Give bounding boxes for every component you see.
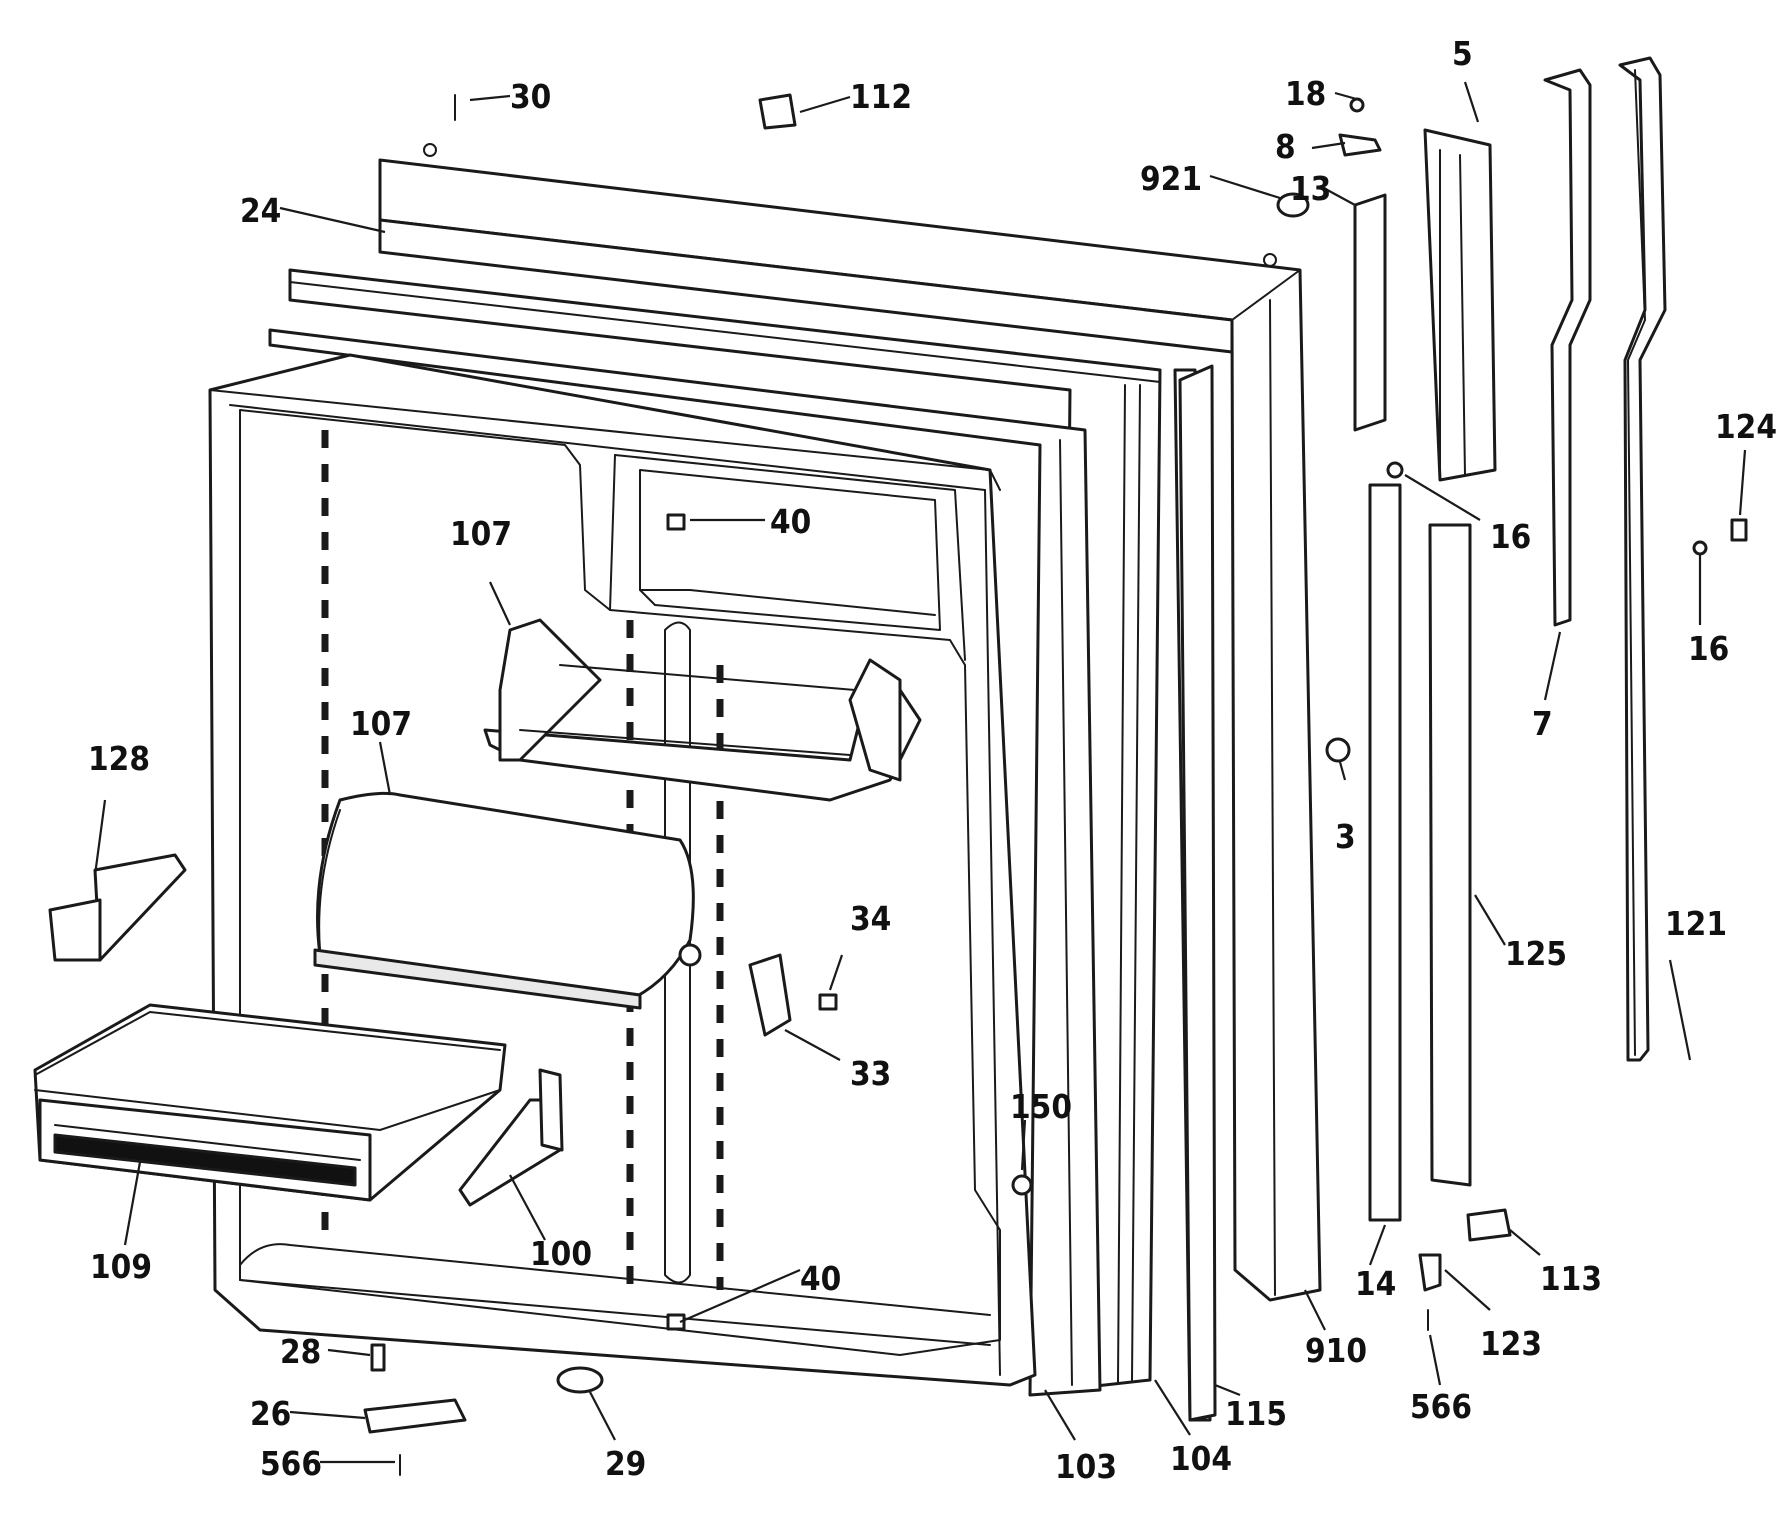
- clip-124: [1730, 518, 1748, 542]
- hinge-cover: [748, 953, 792, 1037]
- label-566-right: 566: [1410, 1387, 1472, 1426]
- label-8: 8: [1275, 127, 1296, 166]
- roller-29: [556, 1366, 604, 1394]
- trim-strip-125: [1428, 523, 1472, 1187]
- label-115: 115: [1225, 1394, 1287, 1433]
- part-labels: 30 112 18 5 8 921 13 24 124 16 16 40 107…: [88, 34, 1777, 1486]
- label-100: 100: [530, 1234, 592, 1273]
- label-34: 34: [850, 899, 891, 938]
- handle-trim-piece: [48, 853, 187, 962]
- screw-150: [1011, 1174, 1033, 1196]
- label-124: 124: [1715, 407, 1777, 446]
- label-107-upper: 107: [450, 514, 512, 553]
- label-18: 18: [1285, 74, 1326, 113]
- door-shelf-upper: [483, 618, 922, 802]
- label-28: 28: [280, 1332, 321, 1371]
- label-566-left: 566: [260, 1444, 322, 1483]
- door-bin: [33, 1003, 507, 1202]
- label-24: 24: [240, 191, 281, 230]
- outer-door-panel: [378, 143, 1322, 1302]
- label-29: 29: [605, 1444, 646, 1483]
- bin-bracket: [458, 1068, 564, 1207]
- label-3: 3: [1335, 817, 1356, 856]
- label-910: 910: [1305, 1331, 1367, 1370]
- label-150: 150: [1010, 1087, 1072, 1126]
- pin-28: [370, 1343, 386, 1372]
- door-handle: [1543, 56, 1667, 1062]
- label-103: 103: [1055, 1447, 1117, 1486]
- plug-upper: [666, 513, 686, 531]
- label-123: 123: [1480, 1324, 1542, 1363]
- bracket-113: [1466, 1208, 1512, 1242]
- cap-112: [758, 93, 797, 130]
- label-112: 112: [850, 77, 912, 116]
- trim-strip-14: [1368, 483, 1402, 1222]
- label-26: 26: [250, 1394, 291, 1433]
- label-13: 13: [1290, 169, 1331, 208]
- label-921: 921: [1140, 159, 1202, 198]
- label-16-left: 16: [1490, 517, 1531, 556]
- label-109: 109: [90, 1247, 152, 1286]
- plate-123: [1418, 1253, 1442, 1292]
- label-5: 5: [1452, 34, 1473, 73]
- screw-16-right: [1692, 540, 1708, 556]
- label-40-lower: 40: [800, 1259, 841, 1298]
- leader-lines: [93, 81, 1747, 1464]
- breaker-strip: [1178, 364, 1217, 1422]
- door-liner-frame: [268, 328, 1102, 1397]
- label-14: 14: [1355, 1264, 1396, 1303]
- label-107-lower: 107: [350, 704, 412, 743]
- label-121: 121: [1665, 904, 1727, 943]
- dairy-compartment-cover: [313, 791, 702, 1010]
- label-40-upper: 40: [770, 502, 811, 541]
- label-30: 30: [510, 77, 551, 116]
- label-104: 104: [1170, 1439, 1232, 1478]
- cap: [818, 993, 838, 1011]
- label-16-right: 16: [1688, 629, 1729, 668]
- label-33: 33: [850, 1054, 891, 1093]
- label-125: 125: [1505, 934, 1567, 973]
- label-128: 128: [88, 739, 150, 778]
- plug-lower: [666, 1313, 686, 1331]
- label-7: 7: [1532, 704, 1553, 743]
- label-113: 113: [1540, 1259, 1602, 1298]
- plate-26: [363, 1398, 467, 1434]
- stop-3: [1325, 737, 1351, 763]
- top-hinge-parts: [1276, 97, 1497, 482]
